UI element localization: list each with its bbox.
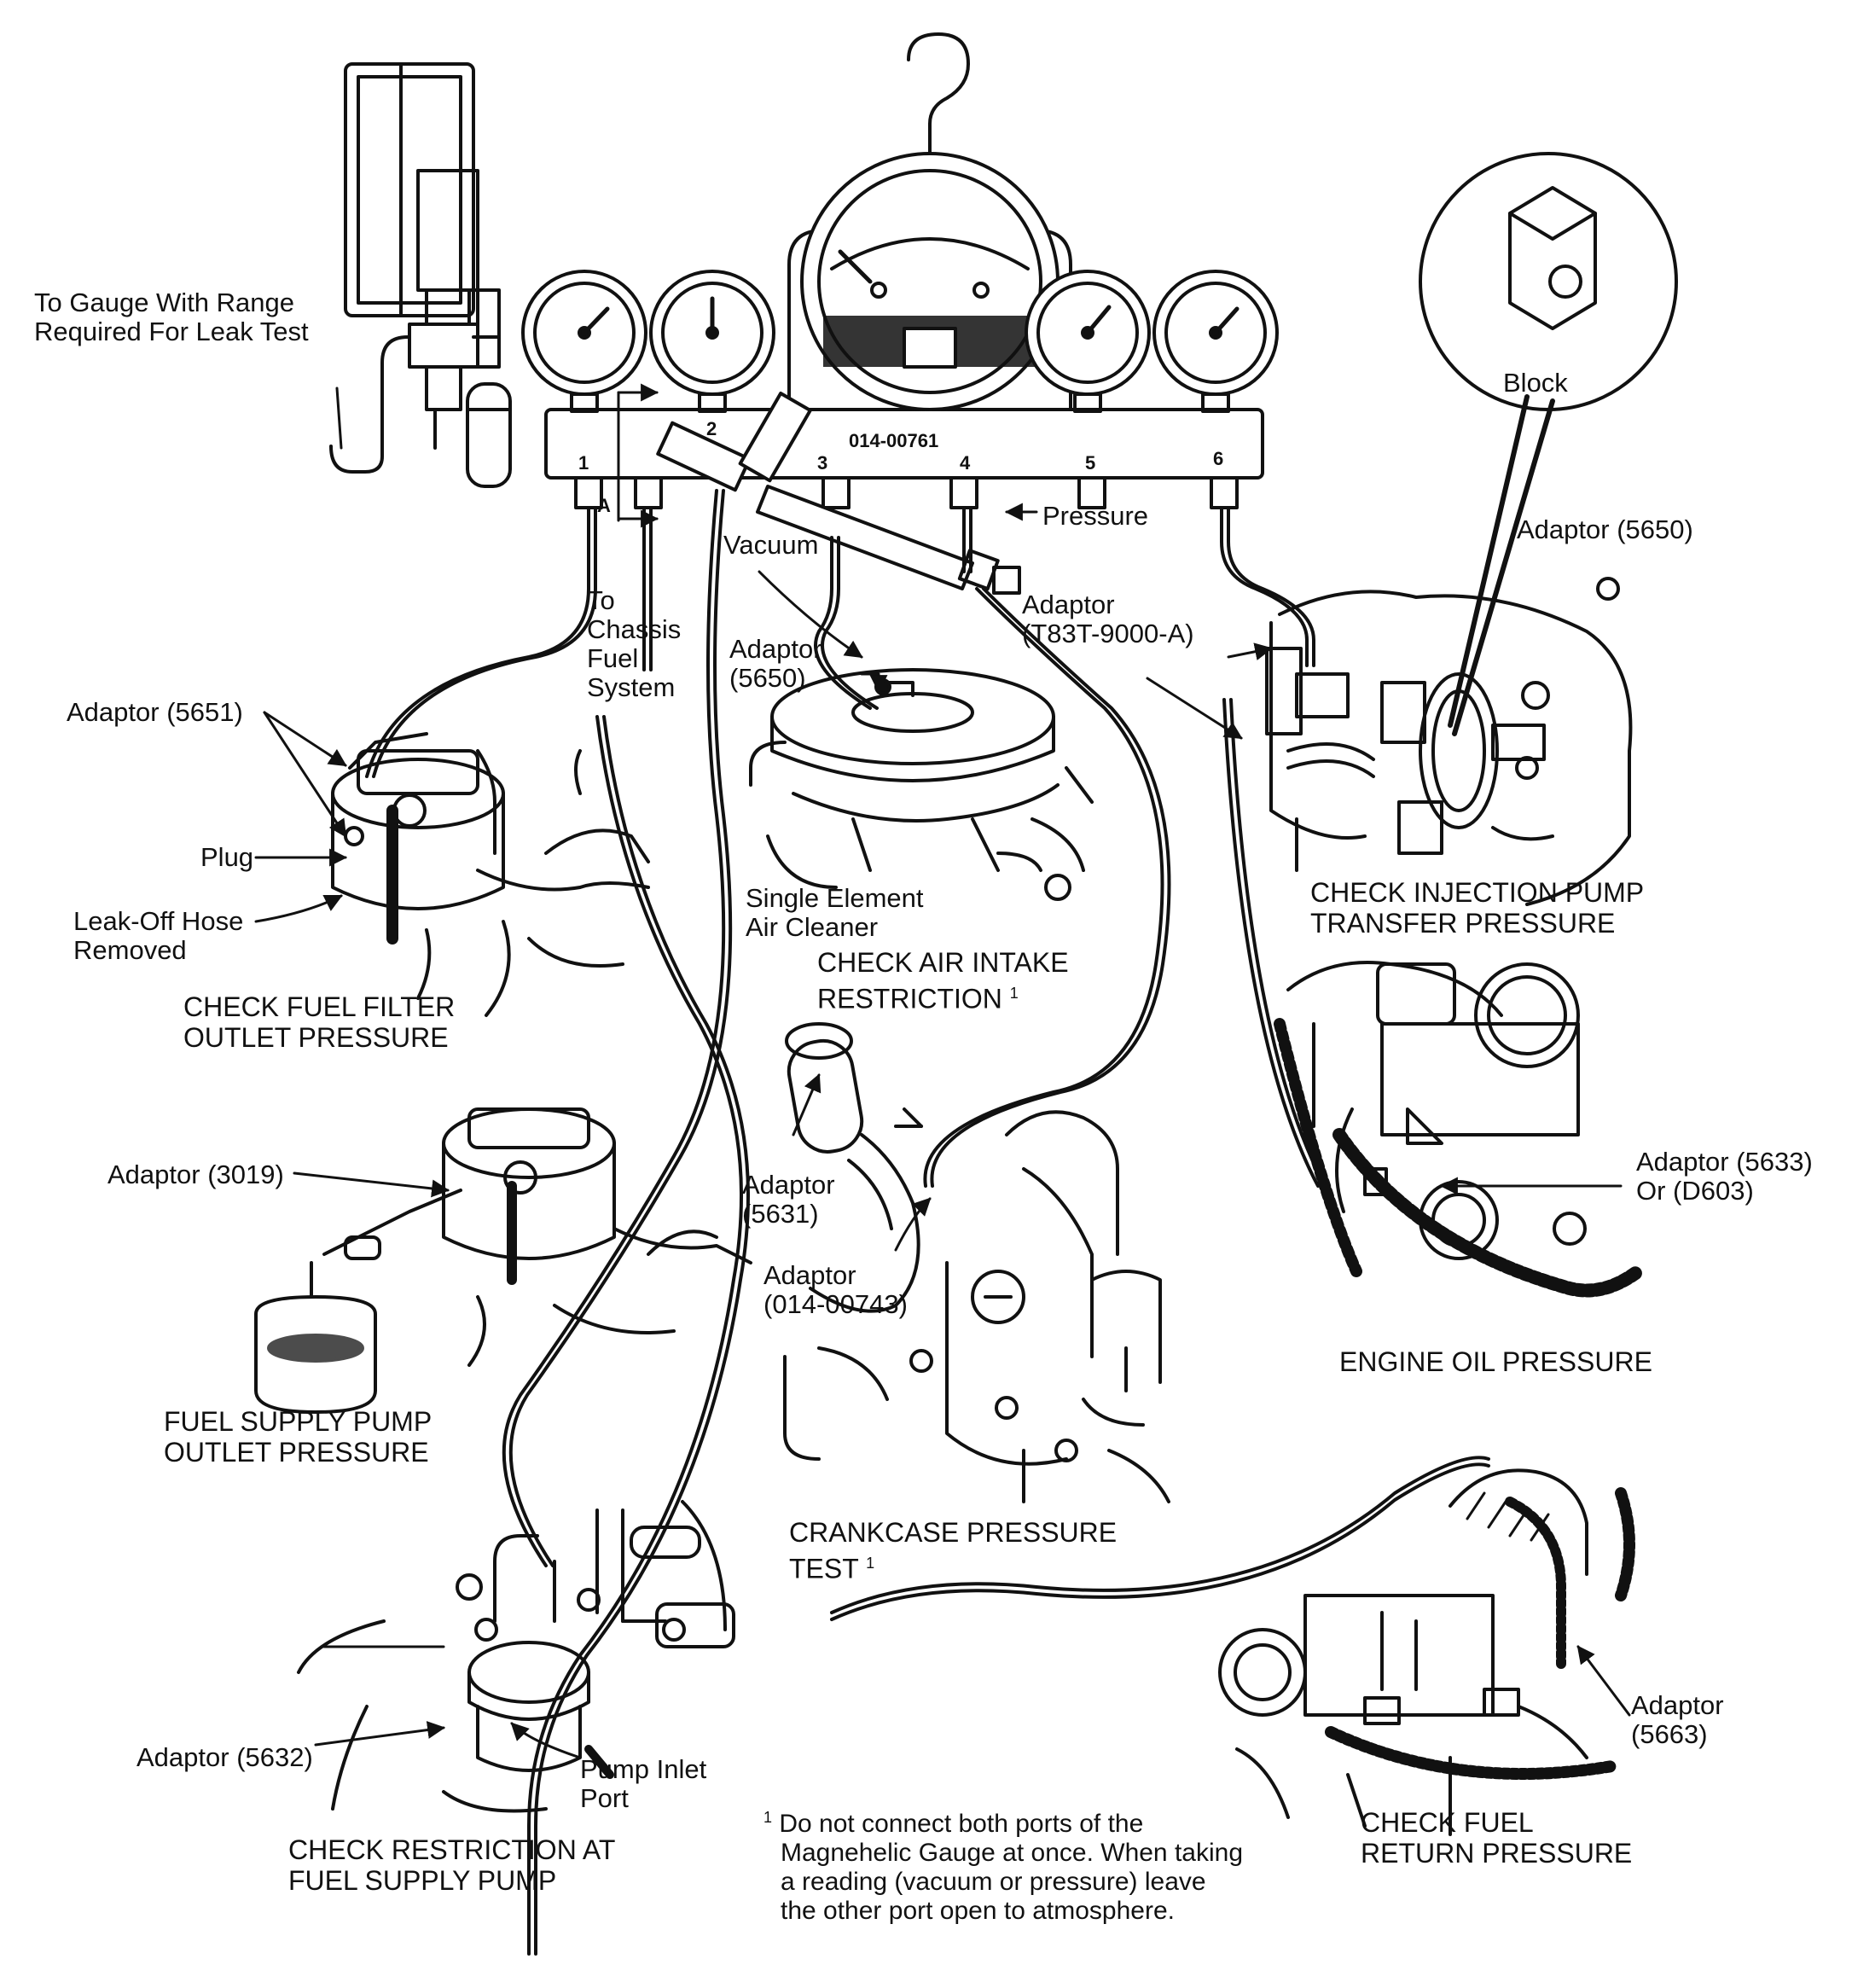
adaptor-5650-injection-label: Adaptor (5650): [1517, 514, 1693, 544]
crankcase-illustration: [783, 1022, 1170, 1503]
adaptor-5633-label: Adaptor (5633) Or (D603): [1636, 1147, 1813, 1206]
supply-pump-restriction-illustration: [297, 1500, 735, 1813]
caption-supply-pump-outlet: FUEL SUPPLY PUMP OUTLET PRESSURE: [164, 1406, 433, 1468]
pressure-label: Pressure: [1042, 501, 1149, 531]
port-6-label: 6: [1213, 448, 1224, 469]
adaptor-t83t-label: Adaptor (T83T-9000-A): [1022, 590, 1194, 648]
single-element-label: Single Element Air Cleaner: [746, 883, 924, 942]
manifold-model: 014-00761: [849, 430, 939, 451]
leak-test-label: To Gauge With Range Required For Leak Te…: [34, 288, 309, 346]
caption-fuel-filter: CHECK FUEL FILTER OUTLET PRESSURE: [183, 991, 456, 1053]
adaptor-014-00743-label: Adaptor (014-00743): [763, 1260, 908, 1319]
adaptor-3019-label: Adaptor (3019): [107, 1160, 284, 1189]
gauge-1: [521, 270, 647, 413]
fuel-filter-illustration: [331, 732, 650, 1017]
gauge-6: [1152, 270, 1279, 413]
plug-label: Plug: [200, 842, 254, 872]
magnehelic-gauge: [787, 152, 1072, 411]
engine-oil-illustration: [1274, 961, 1645, 1298]
fuel-return-illustration: [1218, 1468, 1635, 1836]
caption-restriction: CHECK RESTRICTION AT FUEL SUPPLY PUMP: [288, 1834, 616, 1896]
port-4-label: 4: [960, 452, 971, 474]
port-5-label: 5: [1085, 452, 1096, 474]
hoses: [365, 489, 1490, 1956]
caption-fuel-return: CHECK FUEL RETURN PRESSURE: [1361, 1807, 1633, 1869]
port-1-label: 1: [578, 452, 589, 474]
port-3-label: 3: [817, 452, 828, 474]
air-cleaner-illustration: [749, 668, 1094, 901]
caption-injection-pump: CHECK INJECTION PUMP TRANSFER PRESSURE: [1310, 877, 1645, 939]
block-label: Block: [1503, 368, 1568, 398]
fuel-supply-pump-outlet-illustration: [254, 1107, 752, 1414]
block-inset: [1419, 152, 1678, 736]
leader-lines: [254, 387, 1631, 1759]
bypass-valve-tube: [656, 392, 1021, 595]
vacuum-label: Vacuum: [723, 530, 819, 560]
caption-air-intake: CHECK AIR INTAKE RESTRICTION 1: [817, 947, 1069, 1014]
adaptor-5650-air-label: Adaptor (5650): [729, 634, 822, 693]
injection-pump-illustration: [1265, 577, 1633, 906]
gauge-hanger-hook: [907, 32, 970, 185]
footnote: 1 Do not connect both ports of the Magne…: [763, 1809, 1244, 1925]
leak-off-hose-label: Leak-Off Hose Removed: [73, 906, 244, 965]
adaptor-5651-label: Adaptor (5651): [67, 697, 243, 727]
chassis-fuel-label: To Chassis Fuel System: [587, 585, 682, 702]
port-2-label: 2: [706, 418, 717, 439]
adaptor-5632-label: Adaptor (5632): [136, 1742, 313, 1772]
caption-engine-oil: ENGINE OIL PRESSURE: [1339, 1346, 1652, 1377]
gauge-5: [1025, 270, 1151, 413]
gauge-2: [649, 270, 775, 413]
port-fittings: [574, 476, 1239, 509]
port-marker-a: A: [597, 495, 611, 516]
adaptor-5663-label: Adaptor (5663): [1631, 1690, 1724, 1749]
caption-crankcase: CRANKCASE PRESSURE TEST 1: [789, 1517, 1118, 1584]
leak-test-gauge: [329, 62, 512, 488]
pump-inlet-port-label: Pump Inlet Port: [580, 1754, 707, 1813]
adaptor-5631-label: Adaptor (5631): [742, 1170, 835, 1229]
